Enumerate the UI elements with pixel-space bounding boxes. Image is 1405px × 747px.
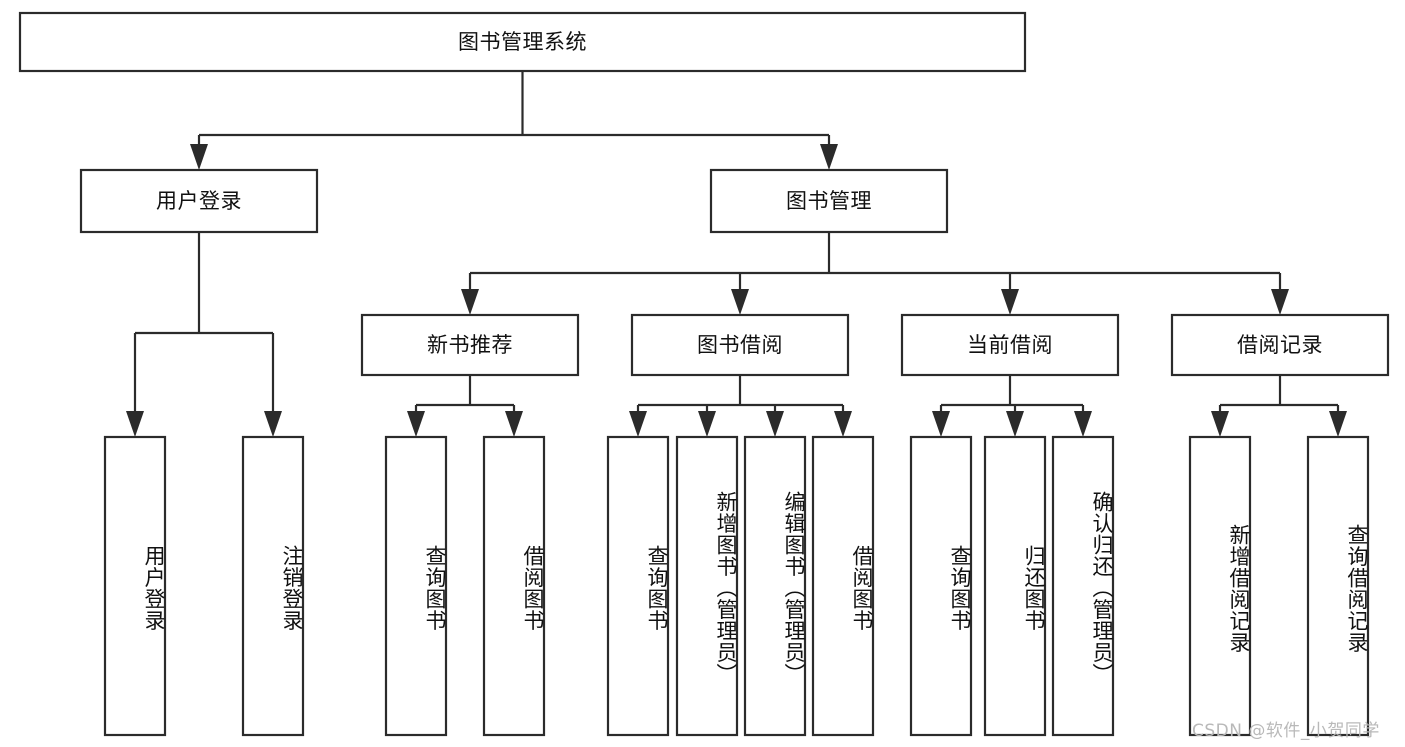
node-new-book-recommend[interactable] [360, 313, 580, 377]
node-leaf-user-login[interactable] [103, 435, 167, 737]
arrow-head-icon [126, 411, 144, 437]
arrow-head-icon [1006, 411, 1024, 437]
node-leaf-add-book-admin[interactable] [675, 435, 739, 737]
arrow-head-icon [1211, 411, 1229, 437]
node-current-borrow[interactable] [900, 313, 1120, 377]
node-leaf-logout[interactable] [241, 435, 305, 737]
node-leaf-add-borrow-record[interactable] [1188, 435, 1252, 737]
arrow-head-icon [190, 144, 208, 170]
arrow-head-icon [1329, 411, 1347, 437]
arrow-head-icon [1271, 289, 1289, 315]
node-user-login[interactable] [79, 168, 319, 234]
node-leaf-confirm-return-admin[interactable] [1051, 435, 1115, 737]
arrow-head-icon [731, 289, 749, 315]
arrow-head-icon [834, 411, 852, 437]
node-leaf-query-book-rec[interactable] [384, 435, 448, 737]
watermark-text: CSDN @软件_小贺同学 [1192, 721, 1380, 741]
arrow-head-icon [932, 411, 950, 437]
arrow-head-icon [407, 411, 425, 437]
arrow-head-icon [629, 411, 647, 437]
connector-group [941, 375, 1083, 407]
node-leaf-borrow-book[interactable] [811, 435, 875, 737]
arrow-head-icon [698, 411, 716, 437]
arrow-head-icon [1074, 411, 1092, 437]
connector-group [638, 375, 843, 407]
node-borrow-record[interactable] [1170, 313, 1390, 377]
node-leaf-query-borrow-record[interactable] [1306, 435, 1370, 737]
arrow-head-icon [820, 144, 838, 170]
arrow-head-icon [505, 411, 523, 437]
connector-group [1220, 375, 1338, 407]
arrow-head-icon [461, 289, 479, 315]
node-leaf-edit-book-admin[interactable] [743, 435, 807, 737]
arrow-head-icon [264, 411, 282, 437]
arrow-head-icon [1001, 289, 1019, 315]
node-book-manage[interactable] [709, 168, 949, 234]
connector-group [135, 232, 273, 335]
connector-group [199, 71, 829, 137]
node-leaf-borrow-book-rec[interactable] [482, 435, 546, 737]
connector-group [470, 232, 1280, 275]
connector-group [416, 375, 514, 407]
node-leaf-query-book-cur[interactable] [909, 435, 973, 737]
node-leaf-query-book-borrow[interactable] [606, 435, 670, 737]
node-leaf-return-book[interactable] [983, 435, 1047, 737]
arrow-head-icon [766, 411, 784, 437]
node-root[interactable] [18, 11, 1027, 73]
node-book-borrow[interactable] [630, 313, 850, 377]
